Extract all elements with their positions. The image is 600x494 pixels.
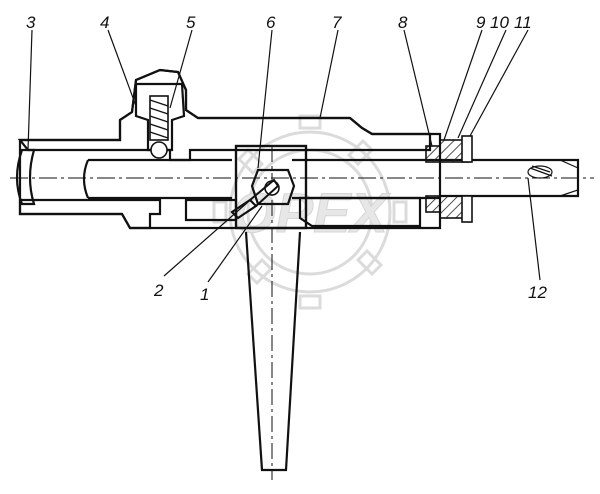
callout-5: 5: [186, 13, 196, 32]
callout-9: 9: [476, 13, 486, 32]
callout-2: 2: [153, 281, 164, 300]
callout-4: 4: [100, 13, 109, 32]
callout-3: 3: [26, 13, 36, 32]
callout-12: 12: [528, 283, 547, 302]
housing-body: [17, 68, 442, 230]
detent-spring: [149, 95, 169, 159]
end-cap: [15, 148, 36, 206]
leader-lines: [27, 29, 541, 283]
watermark-text: OPEX: [232, 181, 391, 244]
watermark-logo: OPEX: [212, 114, 408, 310]
shift-lever: [230, 144, 308, 480]
callout-11: 11: [514, 13, 532, 32]
callout-6: 6: [266, 13, 276, 32]
callout-10: 10: [490, 13, 509, 32]
callout-labels: 3 4 5 6 7 8 9 10 11 2 1 12: [26, 13, 547, 304]
callout-7: 7: [332, 13, 342, 32]
callout-1: 1: [200, 285, 209, 304]
shift-rod: [10, 135, 594, 223]
callout-8: 8: [398, 13, 408, 32]
